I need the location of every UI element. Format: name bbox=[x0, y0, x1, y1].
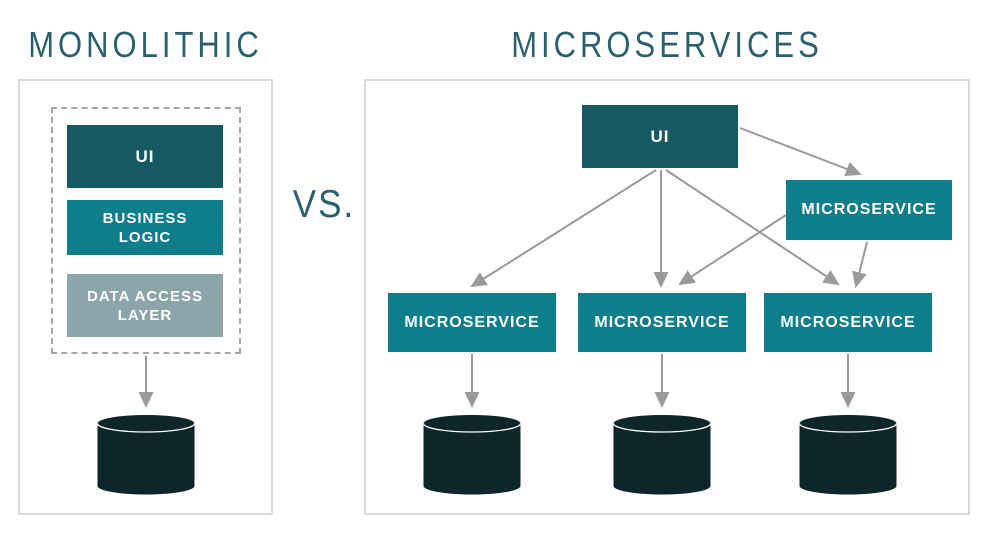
microservice-1-label: MICROSERVICE bbox=[404, 313, 540, 331]
microservices-title-text: MICROSERVICES bbox=[511, 24, 823, 66]
monolith-data-access-box: DATA ACCESS LAYER bbox=[67, 274, 223, 337]
monolith-ui-box: UI bbox=[67, 125, 223, 188]
monolithic-title: MONOLITHIC bbox=[18, 24, 273, 66]
monolith-data-access-label: DATA ACCESS LAYER bbox=[87, 287, 203, 324]
monolith-ui-label: UI bbox=[135, 147, 155, 166]
microservice-2-box: MICROSERVICE bbox=[578, 293, 746, 352]
microservices-ui-label: UI bbox=[650, 127, 670, 146]
microservices-ui-box: UI bbox=[582, 105, 738, 168]
microservices-title: MICROSERVICES bbox=[364, 24, 970, 66]
monolith-business-logic-label: BUSINESS LOGIC bbox=[102, 209, 188, 246]
versus-label-text: VS. bbox=[292, 183, 356, 226]
microservice-1-box: MICROSERVICE bbox=[388, 293, 556, 352]
microservice-2-label: MICROSERVICE bbox=[594, 313, 730, 331]
microservice-3-label: MICROSERVICE bbox=[780, 313, 916, 331]
monolith-business-logic-box: BUSINESS LOGIC bbox=[67, 200, 223, 255]
monolithic-title-text: MONOLITHIC bbox=[28, 24, 263, 66]
versus-label: VS. bbox=[284, 183, 364, 226]
microservice-3-box: MICROSERVICE bbox=[764, 293, 932, 352]
gateway-microservice-box: MICROSERVICE bbox=[786, 180, 952, 240]
gateway-microservice-label: MICROSERVICE bbox=[801, 201, 937, 218]
monolith-boundary bbox=[51, 107, 241, 354]
